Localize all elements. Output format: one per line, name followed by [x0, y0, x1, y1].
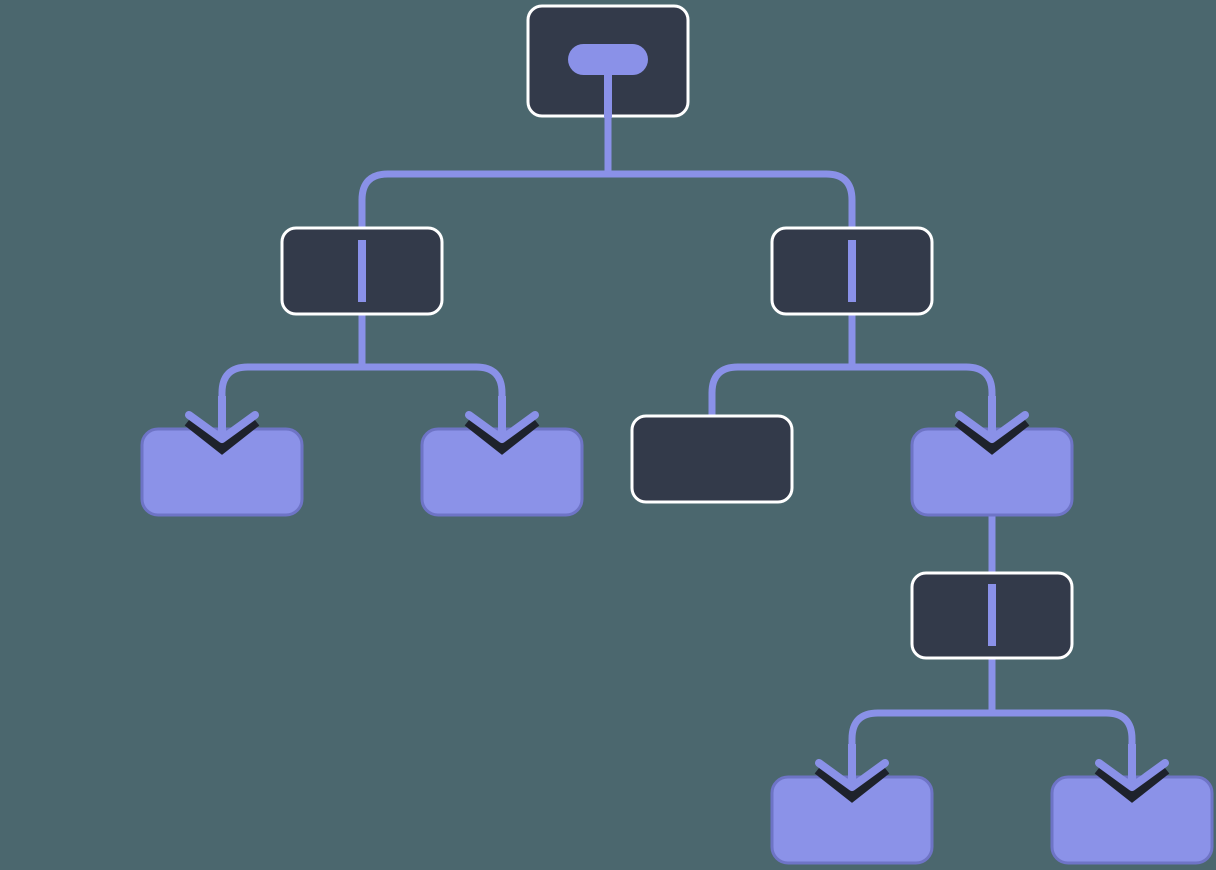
chevron-dark-icon: [954, 414, 1030, 455]
chevron-dark-icon: [184, 414, 260, 455]
pill-icon: [568, 44, 648, 75]
drop-arrow-leaf-5: [1094, 744, 1170, 803]
node-root[interactable]: [526, 4, 690, 118]
connector-layer: [218, 110, 1136, 755]
drop-arrow-leaf-3: [954, 396, 1030, 455]
vertical-bar-icon: [358, 240, 366, 302]
pill-with-stem-icon: [568, 44, 648, 118]
arrow-down-icon: [185, 411, 259, 443]
drop-arrow-leaf-4: [814, 744, 890, 803]
chevron-dark-icon: [814, 762, 890, 803]
node-junction-right[interactable]: [770, 226, 934, 316]
connector-branch-right: [708, 363, 996, 422]
connector-branch-bottom: [848, 709, 1136, 755]
drop-arrow-leaf-2: [464, 396, 540, 455]
node-empty-card[interactable]: [630, 414, 794, 504]
node-junction-left[interactable]: [280, 226, 444, 316]
arrow-down-icon: [815, 759, 889, 791]
chevron-dark-icon: [464, 414, 540, 455]
node-empty[interactable]: [630, 414, 794, 504]
connector-branch-left: [218, 363, 506, 405]
drop-arrow-leaf-1: [184, 396, 260, 455]
arrow-down-icon: [1095, 759, 1169, 791]
vertical-bar-icon: [988, 584, 996, 646]
chevron-dark-icon: [1094, 762, 1170, 803]
connector-branch-level1: [358, 170, 856, 232]
arrow-down-icon: [955, 411, 1029, 443]
node-junction-bottom[interactable]: [910, 571, 1074, 660]
arrow-down-icon: [465, 411, 539, 443]
vertical-bar-icon: [848, 240, 856, 302]
pill-stem: [604, 72, 612, 118]
